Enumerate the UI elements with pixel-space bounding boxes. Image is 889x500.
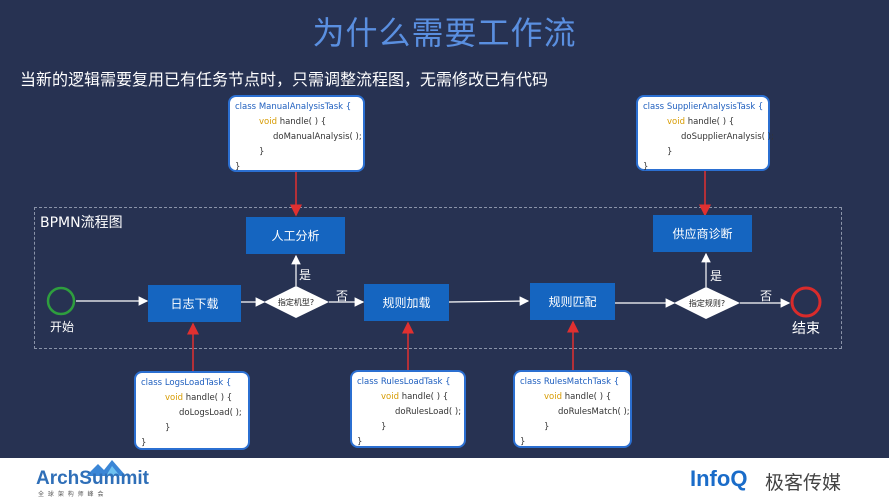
code-close-outer: }	[643, 162, 649, 172]
code-method: handle( ) {	[279, 117, 327, 127]
gateway-1-label: 指定机型?	[277, 298, 315, 307]
code-void: void	[259, 117, 277, 127]
code-call: doSupplierAnalysis( );	[681, 132, 774, 142]
end-label: 结束	[792, 321, 820, 337]
code-call: doRulesMatch( );	[558, 407, 630, 417]
footer-bar: ArchSummit 全 球 架 构 师 峰 会 InfoQ 极客传媒	[0, 458, 889, 500]
infoq-logo: InfoQ	[690, 466, 748, 491]
code-manual-analysis: class ManualAnalysisTask { void handle( …	[228, 95, 365, 172]
code-close-outer: }	[357, 437, 363, 447]
code-class-name: SupplierAnalysisTask {	[666, 102, 764, 112]
code-class-name: RulesLoadTask {	[380, 377, 451, 387]
code-void: void	[381, 392, 399, 402]
code-method: handle( ) {	[185, 393, 233, 403]
code-close-inner: }	[544, 422, 550, 432]
page-subtitle: 当新的逻辑需要复用已有任务节点时，只需调整流程图，无需修改已有代码	[20, 70, 549, 89]
code-class-name: ManualAnalysisTask {	[258, 102, 352, 112]
code-keyword: class	[520, 377, 542, 387]
code-rules-load: class RulesLoadTask { void handle( ) { d…	[350, 370, 466, 448]
code-void: void	[667, 117, 685, 127]
code-logs-load: class LogsLoadTask { void handle( ) { do…	[134, 371, 250, 450]
code-close-inner: }	[381, 422, 387, 432]
edge-label-no-2: 否	[760, 289, 773, 303]
code-call: doManualAnalysis( );	[273, 132, 362, 142]
gateway-2	[674, 287, 740, 319]
code-keyword: class	[357, 377, 379, 387]
code-method: handle( ) {	[564, 392, 612, 402]
code-void: void	[544, 392, 562, 402]
bpmn-frame	[34, 207, 842, 349]
edge-label-yes-1: 是	[299, 268, 312, 282]
code-call: doRulesLoad( );	[395, 407, 462, 417]
start-event	[46, 286, 76, 316]
archsummit-tagline: 全 球 架 构 师 峰 会	[38, 491, 105, 498]
code-close-inner: }	[667, 147, 673, 157]
code-keyword: class	[141, 378, 163, 388]
mountain-icon	[86, 460, 126, 476]
code-close-inner: }	[165, 423, 171, 433]
code-class-name: RulesMatchTask {	[543, 377, 620, 387]
edge-label-no-1: 否	[336, 289, 349, 303]
code-class-name: LogsLoadTask {	[164, 378, 232, 388]
code-void: void	[165, 393, 183, 403]
code-close-outer: }	[141, 438, 147, 448]
code-call: doLogsLoad( );	[179, 408, 242, 418]
code-close-outer: }	[235, 162, 241, 172]
start-label: 开始	[50, 320, 75, 334]
infoq-cn-logo: 极客传媒	[765, 472, 842, 494]
page-title: 为什么需要工作流	[312, 14, 577, 52]
flow-rulesload-rulesmatch	[448, 296, 530, 306]
archsummit-logo: ArchSummit	[36, 468, 149, 489]
code-rules-match: class RulesMatchTask { void handle( ) { …	[513, 370, 632, 448]
task-manual-analysis: 人工分析	[246, 217, 345, 254]
task-rules-match: 规则匹配	[530, 283, 615, 320]
task-rules-load: 规则加载	[364, 284, 449, 321]
code-keyword: class	[643, 102, 665, 112]
code-supplier-analysis: class SupplierAnalysisTask { void handle…	[636, 95, 774, 172]
code-close-inner: }	[259, 147, 265, 157]
task-logs-download: 日志下载	[148, 285, 241, 322]
code-keyword: class	[235, 102, 257, 112]
code-method: handle( ) {	[401, 392, 449, 402]
end-event	[790, 286, 822, 318]
code-method: handle( ) {	[687, 117, 735, 127]
gateway-2-label: 指定规则?	[688, 299, 726, 308]
task-supplier-diagnosis: 供应商诊断	[653, 215, 752, 252]
bpmn-frame-label: BPMN流程图	[40, 215, 123, 231]
gateway-1	[264, 286, 329, 318]
code-close-outer: }	[520, 437, 526, 447]
edge-label-yes-2: 是	[710, 269, 723, 283]
